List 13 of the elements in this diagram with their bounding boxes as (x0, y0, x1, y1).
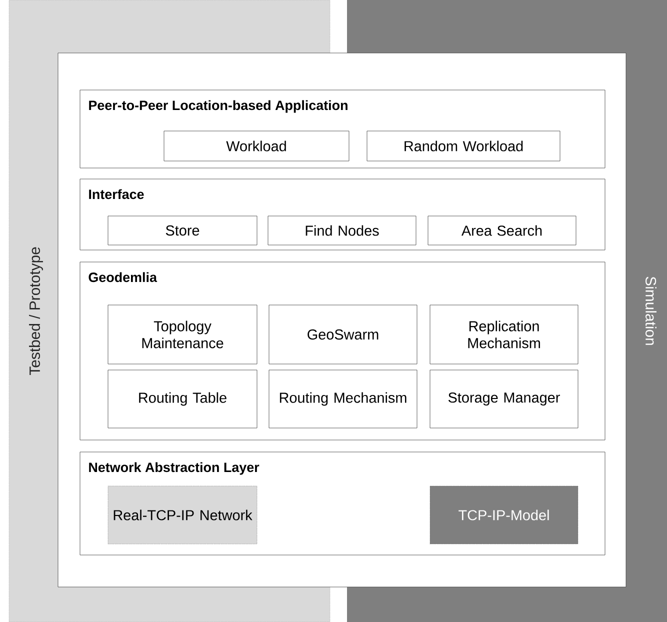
component-box: Routing Table (108, 370, 258, 428)
component-box: Real-TCP-IP Network (108, 486, 258, 544)
component-box: Topology Maintenance (108, 304, 258, 364)
component-box: Area Search (428, 216, 576, 246)
component-box: Storage Manager (430, 370, 578, 428)
component-box: Routing Mechanism (268, 370, 418, 428)
component-box: Find Nodes (268, 216, 416, 246)
component-box: TCP-IP-Model (430, 486, 578, 544)
component-box: Store (108, 216, 258, 246)
component-box: Random Workload (366, 130, 560, 162)
component-box: Replication Mechanism (430, 304, 578, 364)
component-box: Workload (164, 130, 350, 162)
component-box: GeoSwarm (268, 304, 418, 364)
